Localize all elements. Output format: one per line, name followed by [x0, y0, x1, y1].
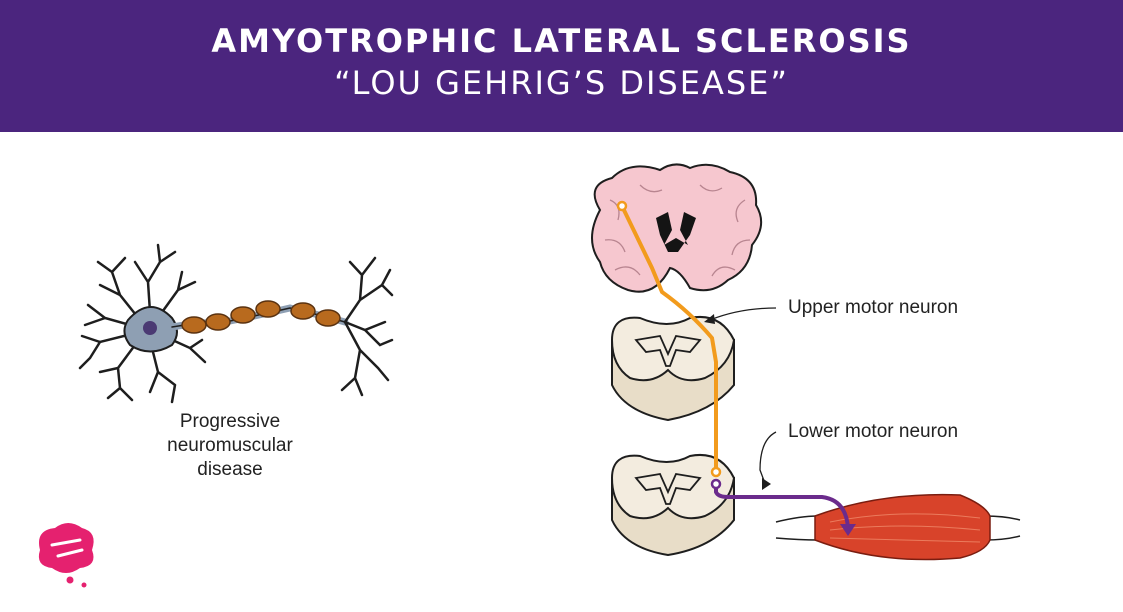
upper-label-leader-arrow — [704, 314, 715, 324]
upper-label-leader — [709, 307, 777, 321]
lower-motor-neuron-label: Lower motor neuron — [788, 421, 959, 442]
upper-neuron-synapse — [710, 466, 722, 478]
lower-label-leader-arrow — [762, 478, 771, 490]
spinal-cord-icon — [610, 316, 736, 557]
neuron-icon — [78, 243, 394, 404]
brain-logo-icon — [38, 523, 94, 588]
upper-motor-neuron-path — [620, 204, 718, 470]
brain-icon — [591, 163, 763, 293]
title-line-2: “LOU GEHRIG’S DISEASE” — [334, 64, 789, 102]
lower-neuron-origin — [710, 478, 722, 490]
spinal-cord-lower-segment — [610, 454, 736, 557]
upper-neuron-origin — [616, 200, 628, 212]
caption-line: disease — [197, 459, 263, 480]
lower-neuron-arrowhead — [840, 524, 856, 536]
spinal-cord-upper-segment — [610, 316, 736, 422]
title-banner: AMYOTROPHIC LATERAL SCLEROSIS “LOU GEHRI… — [0, 0, 1123, 132]
title-line-1: AMYOTROPHIC LATERAL SCLEROSIS — [211, 22, 912, 60]
neuron-caption: Progressive neuromuscular disease — [130, 410, 330, 482]
upper-motor-neuron-label: Upper motor neuron — [788, 297, 959, 318]
caption-line: neuromuscular — [167, 435, 293, 456]
muscle-icon — [775, 493, 1021, 561]
lower-label-leader — [759, 431, 777, 487]
lower-motor-neuron-path — [714, 482, 850, 530]
caption-line: Progressive — [179, 411, 281, 432]
diagram-canvas — [38, 163, 1021, 588]
